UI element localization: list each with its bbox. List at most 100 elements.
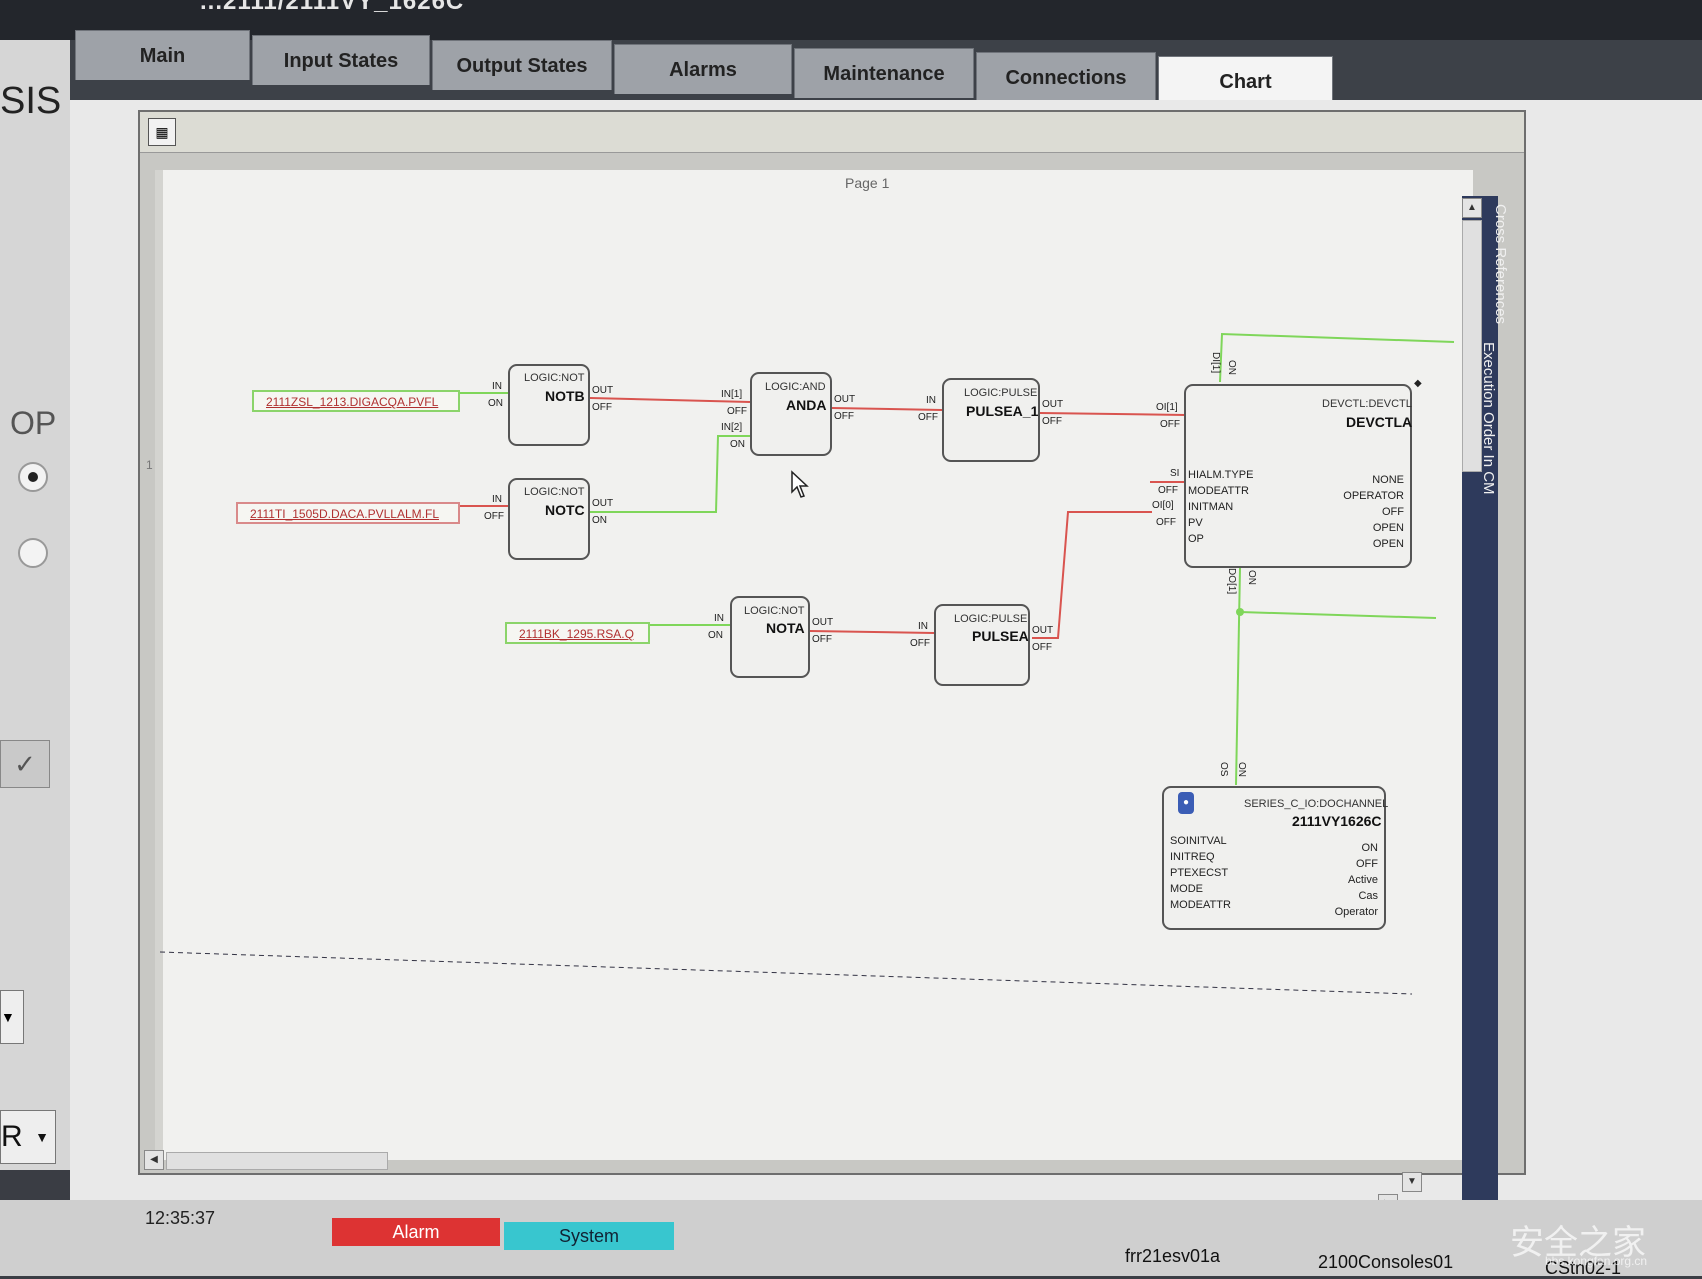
block-pulsea-1[interactable] — [942, 378, 1040, 462]
system-button[interactable]: System — [504, 1222, 674, 1250]
input-tag-bk[interactable]: 2111BK_1295.RSA.Q — [505, 622, 650, 644]
wire-pulsea1-devctla — [1039, 412, 1187, 416]
pin: OFF — [484, 511, 504, 522]
left-dropdown[interactable]: ▼ — [0, 990, 24, 1044]
param-label: INITMAN — [1188, 501, 1234, 513]
pin: OFF — [910, 638, 930, 649]
chart-toolbar — [140, 112, 1524, 153]
block-marker-icon: ◆ — [1414, 378, 1422, 389]
block-anda[interactable] — [750, 372, 832, 456]
tab-main[interactable]: Main — [75, 30, 250, 80]
left-panel — [0, 40, 71, 1170]
block-type: DEVCTL:DEVCTL — [1322, 398, 1412, 410]
pin: OFF — [592, 402, 612, 413]
block-type: LOGIC:PULSE — [964, 387, 1038, 399]
tab-maintenance[interactable]: Maintenance — [794, 48, 974, 98]
pin: ON — [488, 398, 503, 409]
mode-dropdown-value: R — [1, 1120, 23, 1153]
pin: OUT — [592, 498, 614, 509]
param-label: MODEATTR — [1170, 899, 1231, 911]
block-notb[interactable] — [508, 364, 590, 446]
pin: IN — [492, 494, 502, 505]
pin: ON — [730, 439, 745, 450]
block-name: DEVCTLA — [1346, 414, 1413, 430]
pin: OI[0] — [1152, 500, 1174, 511]
pin: IN[2] — [721, 422, 743, 433]
tab-input-states[interactable]: Input States — [252, 35, 430, 85]
tab-connections[interactable]: Connections — [976, 52, 1156, 102]
block-notc[interactable] — [508, 478, 590, 560]
pin: IN — [926, 395, 936, 406]
scroll-up-button[interactable]: ▲ — [1462, 198, 1482, 218]
input-tag-zsl[interactable]: 2111ZSL_1213.DIGACQA.PVFL — [252, 390, 460, 412]
vertical-scroll-thumb[interactable] — [1462, 220, 1482, 472]
status-bar — [0, 1200, 1702, 1276]
wire-notb-anda — [589, 397, 751, 403]
pin: ON — [1236, 762, 1247, 777]
block-devctla[interactable] — [1184, 384, 1412, 568]
pin: OFF — [812, 634, 832, 645]
page-break-line — [159, 951, 1413, 995]
console-name: 2100Consoles01 — [1318, 1252, 1454, 1272]
op-radio-selected[interactable] — [18, 462, 48, 492]
param-value: OPEN — [1372, 522, 1404, 534]
toolbar-page-icon: ▦ — [155, 124, 169, 140]
block-dochannel[interactable] — [1162, 786, 1386, 930]
param-label: MODE — [1170, 883, 1203, 895]
toolbar-page-button[interactable]: ▦ — [148, 118, 176, 146]
block-type: LOGIC:NOT — [744, 605, 805, 617]
pin: OUT — [1042, 399, 1064, 410]
page-label: Page 1 — [845, 175, 890, 191]
pin: ON — [708, 630, 723, 641]
param-value: NONE — [1372, 474, 1404, 486]
param-value: Cas — [1358, 890, 1378, 902]
param-label: PV — [1188, 517, 1203, 529]
op-label: OP — [10, 405, 57, 441]
chevron-down-icon: ▼ — [35, 1129, 49, 1145]
watermark-logo: 安全之家 — [1510, 1223, 1646, 1263]
tab-output-states[interactable]: Output States — [432, 40, 612, 90]
param-label: MODEATTR — [1188, 485, 1249, 497]
clock-time: 12:35:37 — [145, 1208, 216, 1228]
alarm-button[interactable]: Alarm — [332, 1218, 500, 1246]
wire-feedback-di — [1219, 332, 1455, 383]
param-value: OPEN — [1372, 538, 1404, 550]
param-label: OP — [1188, 533, 1204, 545]
block-nota[interactable] — [730, 596, 810, 678]
pin: OFF — [727, 406, 747, 417]
block-pulsea[interactable] — [934, 604, 1030, 686]
block-type: SERIES_C_IO:DOCHANNEL — [1244, 798, 1389, 810]
tab-cross-references[interactable]: Cross References — [1492, 204, 1509, 325]
mode-dropdown[interactable]: R▼ — [0, 1110, 56, 1164]
pin: IN — [714, 613, 724, 624]
wire-nota-pulsea — [809, 630, 935, 634]
pin: ON — [592, 515, 607, 526]
scroll-down-button[interactable]: ▼ — [1402, 1172, 1422, 1192]
pin: DI[1] — [1210, 352, 1221, 374]
horizontal-scroll-thumb[interactable] — [166, 1152, 388, 1170]
param-value: Active — [1348, 874, 1378, 886]
scroll-left-button[interactable]: ◀ — [144, 1150, 164, 1170]
input-tag-ti[interactable]: 2111TI_1505D.DACA.PVLLALM.FL — [236, 502, 460, 524]
tab-execution-order[interactable]: Execution Order In CM — [1480, 342, 1497, 495]
tab-alarms[interactable]: Alarms — [614, 44, 792, 94]
param-value: Operator — [1334, 906, 1378, 918]
pin: ON — [1226, 360, 1237, 375]
pin: OFF — [1042, 416, 1062, 427]
pin: SI — [1170, 468, 1180, 479]
trend-button[interactable]: ✓ — [0, 740, 50, 788]
block-name: 2111VY1626C — [1292, 813, 1382, 829]
pin: OUT — [592, 385, 614, 396]
io-module-icon: ● — [1178, 792, 1194, 814]
param-value: OFF — [1356, 858, 1378, 870]
sis-label: SIS — [0, 80, 62, 122]
chevron-down-icon: ▼ — [1, 1009, 15, 1025]
block-name: ANDA — [786, 397, 827, 413]
trend-icon: ✓ — [14, 749, 36, 779]
block-type: LOGIC:NOT — [524, 372, 585, 384]
block-name: NOTC — [545, 502, 585, 518]
param-value: ON — [1361, 842, 1379, 854]
param-label: HIALM.TYPE — [1188, 469, 1254, 481]
wire-do-branch — [1239, 611, 1437, 619]
op-radio-unselected[interactable] — [18, 538, 48, 568]
